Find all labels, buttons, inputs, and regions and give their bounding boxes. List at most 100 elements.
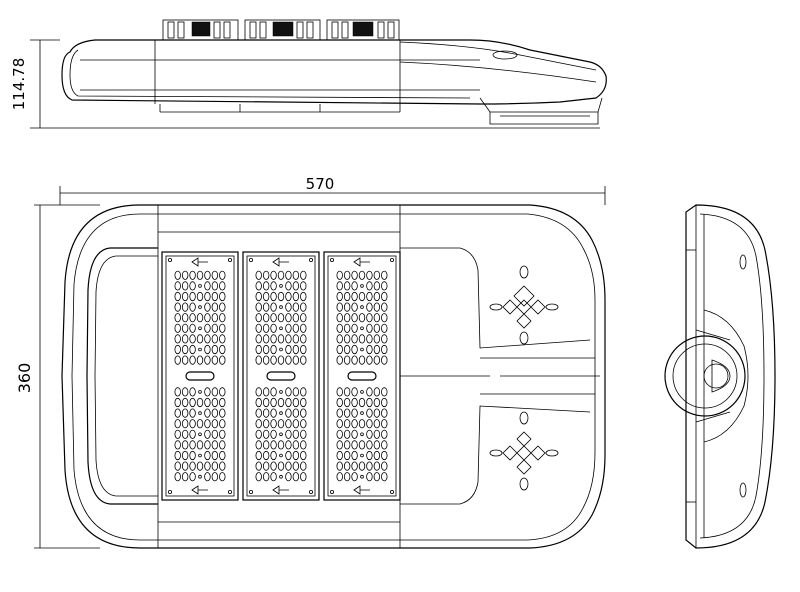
led-lens (336, 344, 343, 355)
led-lens (277, 313, 285, 323)
screw-hole (167, 257, 172, 262)
led-lens (174, 291, 181, 302)
led-lens (270, 344, 277, 355)
led-lens (300, 270, 307, 280)
screw-hole (227, 257, 232, 262)
led-lens (336, 461, 343, 471)
led-dot (198, 326, 202, 331)
heatsink-fins (162, 19, 400, 41)
led-lens (174, 302, 181, 312)
arrow-icon (353, 257, 370, 267)
led-lens (262, 397, 270, 408)
led-lens (343, 302, 351, 312)
led-lens (285, 408, 292, 418)
led-lens (358, 334, 366, 344)
led-lens (292, 419, 300, 429)
led-lens (336, 291, 343, 302)
led-lens (211, 344, 219, 355)
led-lens (219, 334, 226, 344)
led-lens (174, 429, 181, 439)
led-lens (181, 313, 189, 323)
led-lens (204, 429, 211, 439)
led-lens (300, 334, 307, 344)
led-lens (381, 302, 388, 312)
led-lens (300, 397, 307, 408)
led-lens (204, 397, 211, 408)
led-lens (219, 397, 226, 408)
led-lens (270, 440, 277, 450)
led-lens (262, 472, 270, 482)
led-lens (174, 472, 181, 482)
led-lens (373, 302, 381, 312)
led-lens (270, 355, 277, 365)
led-dot (198, 474, 202, 479)
led-lens (336, 397, 343, 408)
led-lens (351, 461, 358, 471)
led-lens (219, 355, 226, 365)
led-lens (189, 429, 196, 439)
led-lens (373, 429, 381, 439)
led-lens (270, 397, 277, 408)
led-lens (285, 472, 292, 482)
led-lens (292, 387, 300, 397)
led-dot (198, 305, 202, 309)
led-dot (360, 347, 364, 352)
led-lens (373, 281, 381, 291)
led-lens (292, 450, 300, 461)
led-lens (366, 344, 373, 355)
led-lens (204, 281, 211, 291)
led-lens (292, 344, 300, 355)
led-lens (181, 291, 189, 302)
led-lens (181, 419, 189, 429)
led-lens (255, 408, 262, 418)
led-lens (351, 344, 358, 355)
led-lens (292, 302, 300, 312)
led-lens (270, 270, 277, 280)
led-lens (262, 302, 270, 312)
led-lens (366, 472, 373, 482)
led-lens (270, 429, 277, 439)
dimension-label-height-side: 114.78 (10, 58, 28, 111)
led-lens (343, 408, 351, 418)
led-lens (336, 387, 343, 397)
led-lens (204, 440, 211, 450)
screw-hole (389, 257, 394, 262)
led-lens (174, 334, 181, 344)
led-lens (211, 440, 219, 450)
led-lens (381, 397, 388, 408)
led-dot (360, 474, 364, 479)
led-lens (219, 408, 226, 418)
led-lens (336, 450, 343, 461)
led-lens (204, 302, 211, 312)
led-lens (255, 281, 262, 291)
led-lens (270, 291, 277, 302)
led-lens (255, 450, 262, 461)
arrow-icon (272, 257, 289, 267)
led-lens (336, 355, 343, 365)
led-lens (373, 461, 381, 471)
led-lens (343, 397, 351, 408)
led-dot (198, 453, 202, 458)
led-lens (211, 419, 219, 429)
led-lens (181, 334, 189, 344)
led-dot (198, 411, 202, 415)
led-lens (285, 281, 292, 291)
led-lens (189, 313, 196, 323)
module-frame (242, 251, 320, 501)
led-dot (360, 326, 364, 331)
led-lens (381, 387, 388, 397)
led-lens (196, 397, 204, 408)
led-lens (219, 302, 226, 312)
led-lens (336, 281, 343, 291)
led-lens (270, 408, 277, 418)
led-lens (300, 429, 307, 439)
led-lens (196, 419, 204, 429)
led-lens (336, 313, 343, 323)
dimension-label-height-top: 360 (15, 363, 34, 394)
screw-hole (167, 489, 172, 494)
led-lens (270, 472, 277, 482)
led-lens (343, 419, 351, 429)
led-lens (174, 323, 181, 333)
led-lens (270, 313, 277, 323)
led-lens (181, 344, 189, 355)
